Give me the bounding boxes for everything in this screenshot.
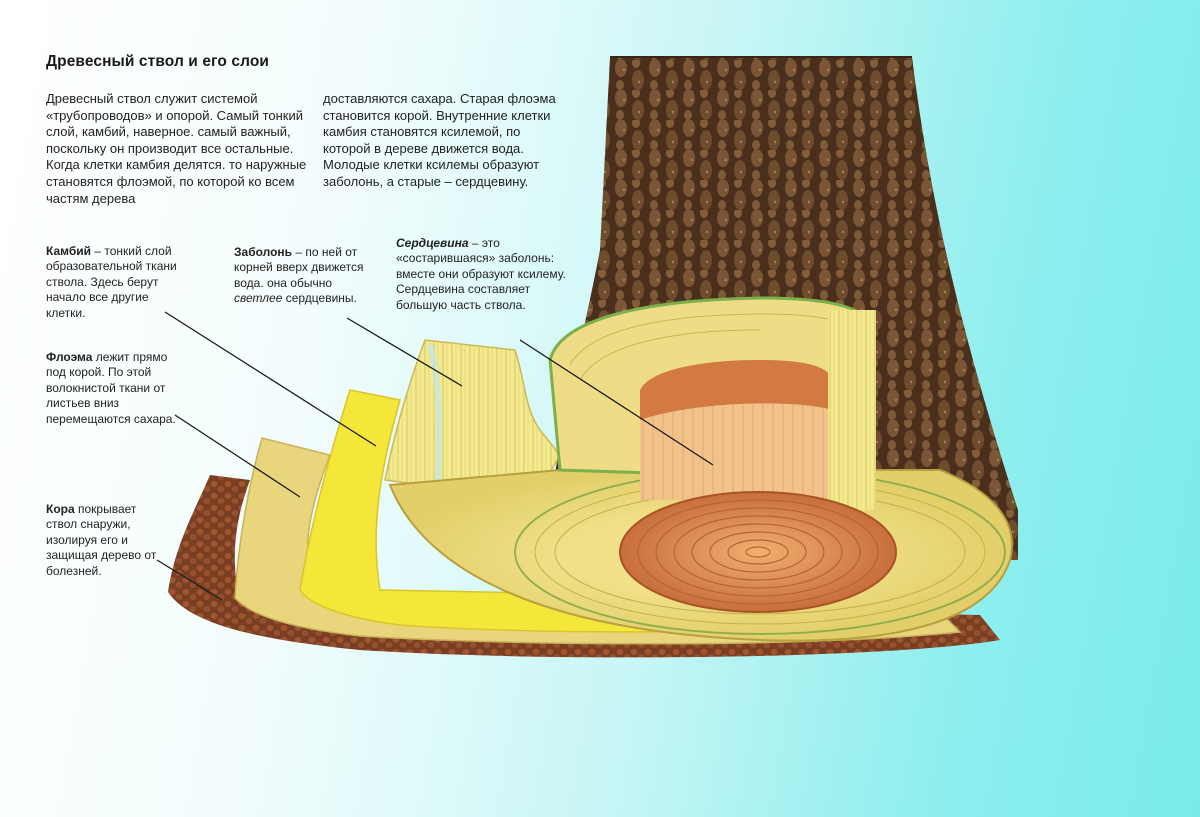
leader-line-phloem [174, 414, 301, 498]
leader-line-bark [156, 559, 223, 601]
caption-bark-term: Кора [46, 502, 75, 516]
leader-line-cambium [164, 311, 377, 447]
intro-text-column-1: Древесный ствол служит системой «трубопр… [46, 91, 307, 206]
heartwood-block [640, 310, 876, 510]
caption-phloem-term: Флоэма [46, 350, 93, 364]
caption-sapwood-tail: сердцевины. [282, 291, 357, 306]
caption-sapwood-emphasis: светлее [234, 291, 283, 306]
diagram-title: Древесный ствол и его слои [46, 53, 270, 70]
caption-sapwood: Заболонь – по ней от корней вверх движет… [234, 245, 364, 307]
intro-text-column-2: доставляются сахара. Старая флоэма стано… [323, 91, 556, 189]
sapwood-layer [384, 339, 561, 491]
caption-heartwood-text: – это «состарившаяся» заболонь: вместе о… [396, 236, 566, 312]
caption-sapwood-term: Заболонь [234, 245, 293, 259]
heartwood-end-rings [619, 491, 897, 613]
caption-phloem: Флоэма лежит прямо под корой. По этой во… [46, 350, 176, 427]
caption-heartwood-term: Сердцевина [396, 236, 469, 250]
caption-heartwood: Сердцевина – это «состарившаяся» заболон… [396, 236, 566, 313]
leader-line-heartwood [519, 339, 714, 466]
caption-cambium-text: – тонкий слой образовательной ткани ство… [46, 244, 177, 320]
caption-phloem-text: лежит прямо под корой. По этой волокнист… [46, 350, 176, 426]
caption-bark-text: покрывает ствол снаружи, изолируя его и … [46, 502, 157, 578]
caption-cambium: Камбий – тонкий слой образовательной тка… [46, 244, 191, 321]
caption-sapwood-text: – по ней от корней вверх движется вода. … [234, 245, 364, 290]
caption-cambium-term: Камбий [46, 244, 92, 258]
caption-bark: Кора покрывает ствол снаружи, изолируя е… [46, 502, 166, 579]
leader-line-sapwood [346, 317, 463, 387]
